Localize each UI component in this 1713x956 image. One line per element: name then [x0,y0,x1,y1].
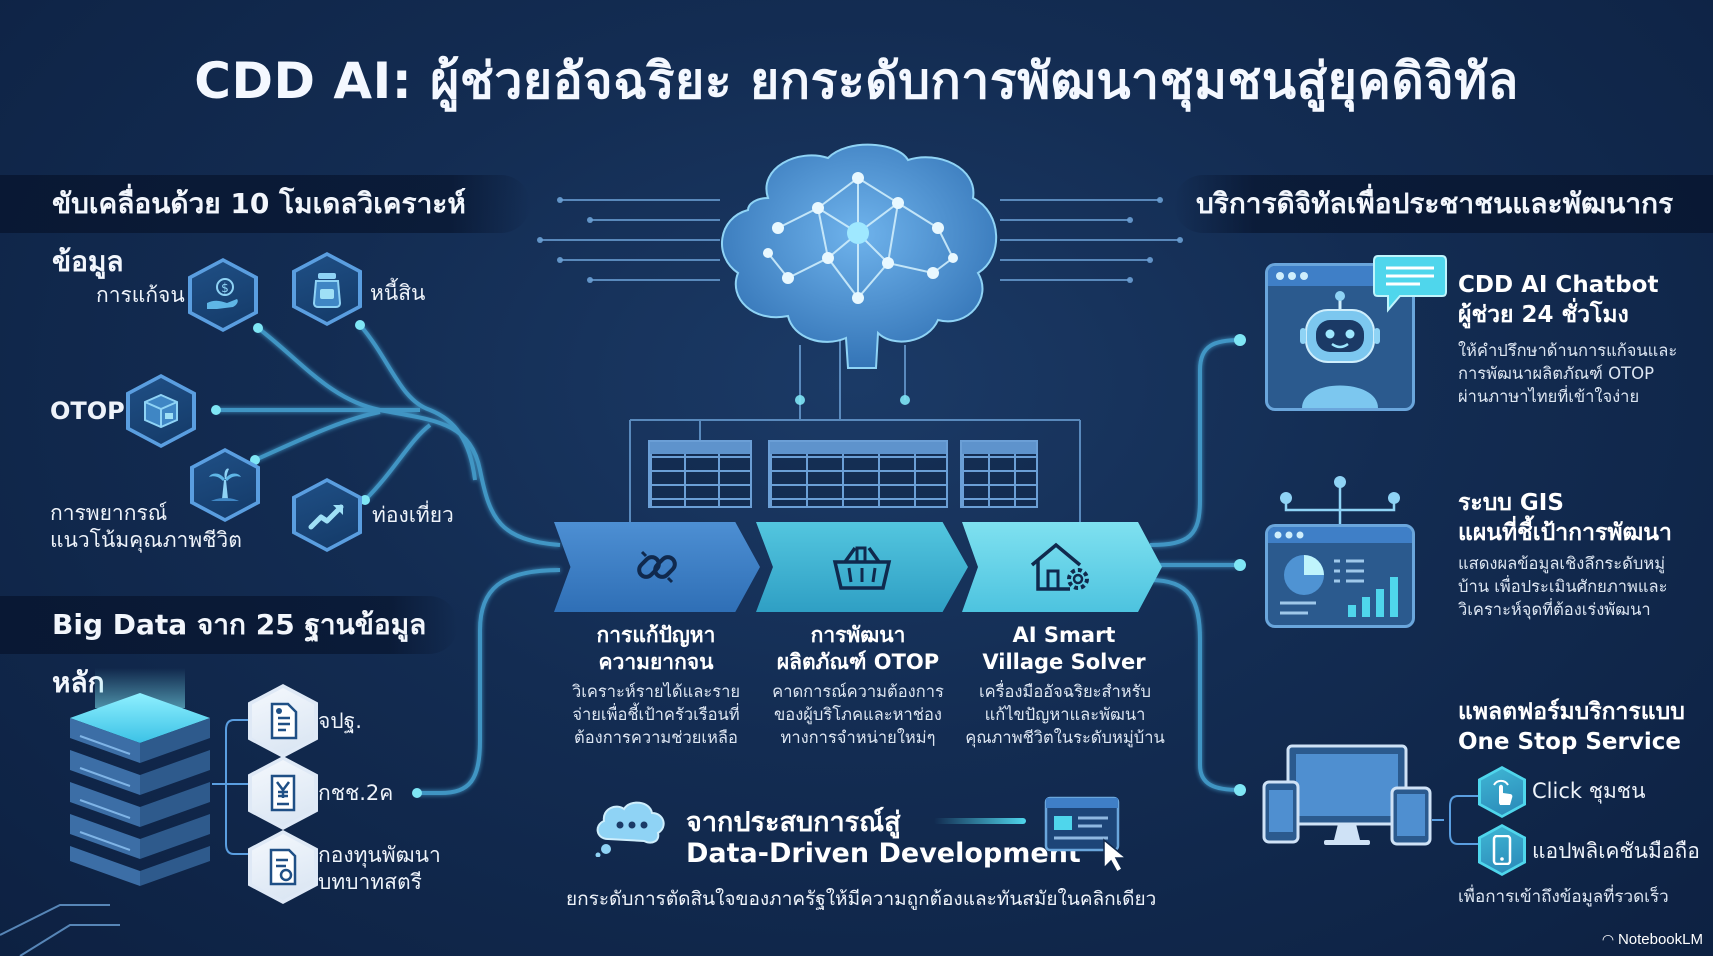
option-label-mobile-app[interactable]: แอปพลิเคชันมือถือ [1532,839,1700,863]
models-heading: ขับเคลื่อนด้วย 10 โมเดลวิเคราะห์ข้อมูล [0,175,530,278]
service-title-gis: ระบบ GIS แผนที่ชี้เป้าการพัฒนา [1458,490,1672,546]
step-poverty-chevron[interactable] [554,522,760,612]
money-jar-icon [312,273,342,308]
mobile-app-hex[interactable] [1478,824,1526,876]
gis-antenna-lines [1280,476,1400,526]
model-label-forecast: การพยากรณ์ แนวโน้มคุณภาพชีวิต [50,501,242,552]
onestop-footer: เพื่อการเข้าถึงข้อมูลที่รวดเร็ว [1458,887,1669,907]
money-hand-icon: $ [207,278,238,309]
service-desc-chatbot: ให้คำปรึกษาด้านการแก้จนและ การพัฒนาผลิตภ… [1458,341,1678,406]
id-card-document-icon [270,774,296,812]
step-desc-poverty: วิเคราะห์รายได้และราย จ่ายเพื่อชี้เป้าคร… [571,682,741,747]
data-table-3 [960,440,1038,508]
model-debt-hex[interactable] [292,252,362,326]
step-otop-chevron[interactable] [756,522,968,612]
service-title-chatbot: CDD AI Chatbot ผู้ช่วย 24 ชั่วโมง [1458,272,1659,328]
model-label-debt: หนี้สิน [370,281,426,305]
database-label-kchc: กชช.2ค [318,781,394,805]
data-driven-title-line1: จากประสบการณ์สู่ [686,807,901,838]
model-label-poverty: การแก้จน [96,283,185,307]
model-label-tourism: ท่องเที่ยว [372,503,454,527]
model-otop-hex[interactable] [126,374,196,448]
data-driven-title-line2: Data-Driven Development [686,838,1081,869]
model-forecast-hex[interactable] [190,448,260,522]
step-title-smart-village: AI Smart Village Solver [982,623,1146,674]
data-table-2 [768,440,948,508]
step-desc-otop: คาดการณ์ความต้องการ ของผู้บริโภคและหาช่อ… [772,682,944,747]
certificate-document-icon [269,848,297,886]
database-label-jpt: จปฐ. [318,709,362,733]
database-label-women-fund: กองทุนพัฒนา บทบาทสตรี [318,843,441,894]
model-poverty-hex[interactable]: $ [188,258,258,332]
thought-cloud-icon [595,801,665,857]
package-box-icon [144,393,178,429]
palm-tree-icon [209,468,241,501]
step-smart-village-chevron[interactable] [962,522,1162,612]
gis-dashboard-icon [1268,527,1412,617]
shopping-basket-icon [832,546,892,590]
multi-device-icon [1262,744,1432,846]
gis-card[interactable] [1265,524,1415,628]
click-chumchon-hex[interactable] [1478,766,1526,818]
trend-up-icon [308,504,344,530]
bigdata-heading: Big Data จาก 25 ฐานข้อมูลหลัก [0,596,458,699]
smartphone-icon [1492,835,1512,865]
step-desc-smart-village: เครื่องมืออัจฉริยะสำหรับ แก้ไขปัญหาและพั… [965,682,1165,747]
house-gear-icon [1030,542,1089,591]
chain-link-icon [637,550,677,584]
onestop-bracket [1432,795,1480,845]
server-stack-icon [70,668,210,886]
notebooklm-logo-icon: ◠ [1601,931,1618,947]
service-title-onestop: แพลตฟอร์มบริการแบบ One Stop Service [1458,699,1685,755]
chat-bubble-icon [1373,255,1447,313]
svg-text:$: $ [221,281,229,295]
data-driven-divider [934,818,1026,824]
ai-brain-icon [721,143,998,369]
step-title-otop: การพัฒนา ผลิตภัณฑ์ OTOP [776,623,940,674]
data-table-1 [648,440,752,508]
services-heading: บริการดิจิทัลเพื่อประชาชนและพัฒนากร [1174,175,1713,233]
notebooklm-watermark: ◠ NotebookLM [1601,931,1703,948]
option-label-click[interactable]: Click ชุมชน [1532,779,1646,803]
finger-tap-icon [1493,779,1513,805]
service-desc-gis: แสดงผลข้อมูลเชิงลึกระดับหมู่ บ้าน เพื่อป… [1458,554,1668,619]
page-title: CDD AI: ผู้ช่วยอัจฉริยะ ยกระดับการพัฒนาช… [194,52,1519,110]
document-icon [270,702,298,740]
bigdata-bracket [212,719,250,855]
model-label-otop: OTOP [50,397,125,425]
browser-click-icon [1044,796,1129,874]
step-title-poverty: การแก้ปัญหา ความยากจน [596,623,716,674]
data-driven-caption: ยกระดับการตัดสินใจของภาครัฐให้มีความถูกต… [566,888,1157,910]
